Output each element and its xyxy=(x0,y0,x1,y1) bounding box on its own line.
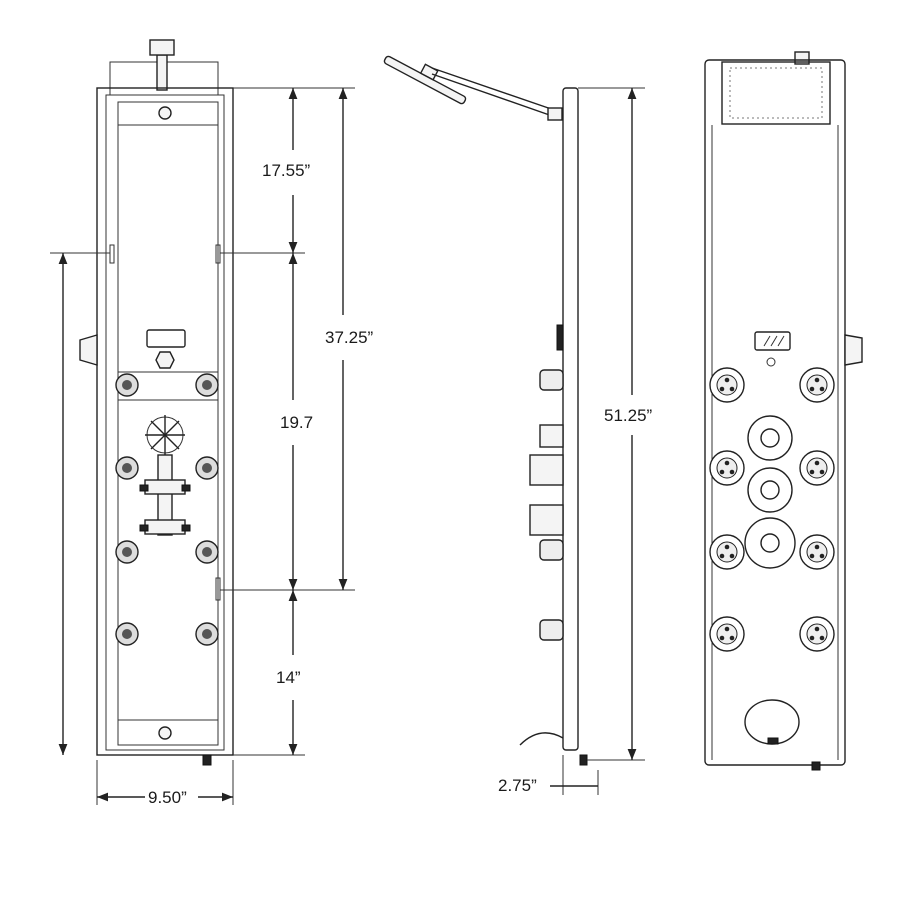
pipe-elbow xyxy=(149,39,175,56)
flow-knob[interactable] xyxy=(747,467,793,513)
side-hook xyxy=(844,334,863,366)
rain-shower-head xyxy=(383,55,467,105)
temperature-display xyxy=(754,331,791,351)
shower-arm-pipe xyxy=(156,54,168,91)
temperature-knob[interactable] xyxy=(744,517,796,569)
side-jets xyxy=(539,369,564,641)
body-jet xyxy=(195,456,219,480)
body-jet xyxy=(115,456,139,480)
body-jet[interactable] xyxy=(709,450,745,486)
back-dimensions: 17.55” 37.25” 19.7 14” 9.50” xyxy=(50,87,374,807)
shower-arm xyxy=(431,67,561,113)
dim-width: 9.50” xyxy=(148,788,187,807)
bottom-inlet-fitting xyxy=(158,726,172,740)
side-jet xyxy=(539,369,564,391)
front-jets xyxy=(709,367,835,652)
bottom-outlet xyxy=(202,754,212,766)
body-jet xyxy=(115,373,139,397)
nut-fitting xyxy=(155,351,175,369)
dim-lower-section: 14” xyxy=(276,668,301,687)
body-jet xyxy=(195,373,219,397)
front-panel-body xyxy=(704,59,846,766)
side-hook xyxy=(79,334,98,366)
side-panel-body xyxy=(562,87,579,751)
side-dimensions: 51.25” 2.75” xyxy=(498,87,653,795)
display-outline xyxy=(146,329,186,348)
side-view xyxy=(383,55,588,766)
body-jet[interactable] xyxy=(709,534,745,570)
dim-middle-section: 19.7 xyxy=(280,413,313,432)
side-handle xyxy=(529,504,564,536)
panel-outer-frame xyxy=(96,87,234,756)
dim-total-height: 51.25” xyxy=(604,406,653,425)
front-view xyxy=(704,51,863,771)
rain-head-top xyxy=(721,61,831,125)
dim-upper-section: 17.55” xyxy=(262,161,311,180)
side-knob xyxy=(539,424,564,448)
diverter-knob[interactable] xyxy=(747,415,793,461)
body-jet[interactable] xyxy=(709,616,745,652)
body-jet xyxy=(195,622,219,646)
tub-spout xyxy=(519,732,564,746)
back-jets xyxy=(115,373,219,646)
body-jet[interactable] xyxy=(799,450,835,486)
side-jet xyxy=(539,539,564,561)
body-jet xyxy=(115,540,139,564)
side-handle xyxy=(529,454,564,486)
top-inlet-fitting xyxy=(158,106,172,120)
body-jet[interactable] xyxy=(799,616,835,652)
side-jet xyxy=(539,619,564,641)
body-jet xyxy=(195,540,219,564)
body-jet[interactable] xyxy=(799,367,835,403)
panel-mid-frame xyxy=(105,94,225,751)
indicator-light xyxy=(766,357,776,367)
back-view xyxy=(79,39,234,766)
panel-inner-frame xyxy=(117,101,219,746)
body-jet[interactable] xyxy=(709,367,745,403)
valve-assembly xyxy=(139,415,191,536)
body-jet xyxy=(115,622,139,646)
dim-valve-to-top: 37.25” xyxy=(325,328,374,347)
tub-spout-front xyxy=(744,699,800,745)
body-jet[interactable] xyxy=(799,534,835,570)
dim-depth: 2.75” xyxy=(498,776,537,795)
